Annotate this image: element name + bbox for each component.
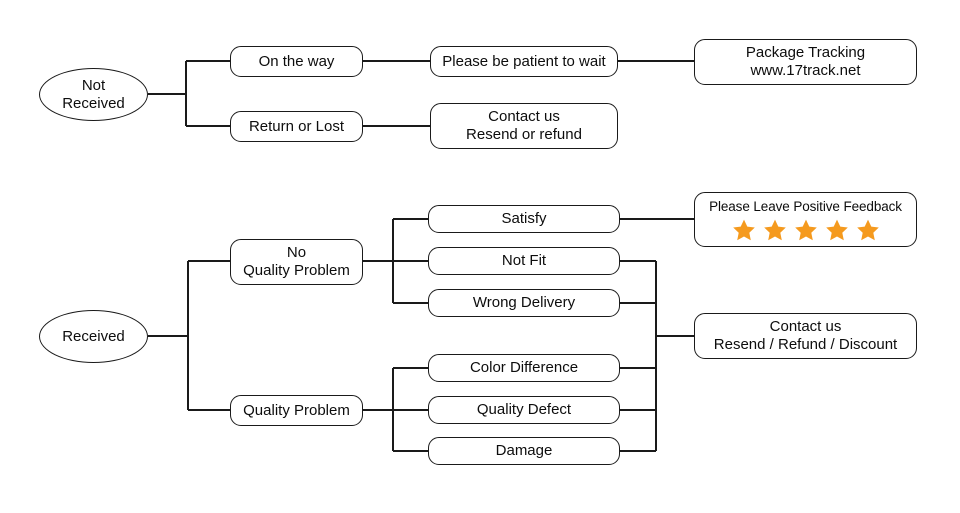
node-wrong-delivery-label: Wrong Delivery [472, 294, 576, 312]
node-not-received[interactable]: Not Received [39, 68, 148, 121]
node-satisfy-label: Satisfy [501, 210, 547, 228]
node-positive-feedback-label: Please Leave Positive Feedback [709, 199, 902, 215]
node-contact-us-resend-or-refund-label: Contact us Resend or refund [466, 108, 582, 143]
node-on-the-way[interactable]: On the way [230, 46, 363, 77]
node-not-fit-label: Not Fit [501, 252, 547, 270]
star-icon[interactable] [732, 218, 756, 242]
node-package-tracking-label: Package Tracking www.17track.net [745, 44, 866, 79]
node-please-be-patient-to-wait[interactable]: Please be patient to wait [430, 46, 618, 77]
node-no-quality-problem-label: No Quality Problem [243, 244, 350, 279]
node-damage[interactable]: Damage [428, 437, 620, 465]
node-contact-us-resend-or-refund[interactable]: Contact us Resend or refund [430, 103, 618, 149]
star-icon[interactable] [825, 218, 849, 242]
node-positive-feedback[interactable]: Please Leave Positive Feedback [694, 192, 917, 247]
node-satisfy[interactable]: Satisfy [428, 205, 620, 233]
node-wrong-delivery[interactable]: Wrong Delivery [428, 289, 620, 317]
node-contact-us-resend-refund-discount[interactable]: Contact us Resend / Refund / Discount [694, 313, 917, 359]
node-color-difference[interactable]: Color Difference [428, 354, 620, 382]
node-not-fit[interactable]: Not Fit [428, 247, 620, 275]
node-return-or-lost-label: Return or Lost [248, 117, 345, 135]
node-please-be-patient-to-wait-label: Please be patient to wait [442, 52, 606, 70]
star-icon[interactable] [763, 218, 787, 242]
node-quality-problem-label: Quality Problem [243, 401, 350, 419]
node-received[interactable]: Received [39, 310, 148, 363]
node-no-quality-problem[interactable]: No Quality Problem [230, 239, 363, 285]
node-damage-label: Damage [495, 442, 553, 460]
node-contact-us-resend-refund-discount-label: Contact us Resend / Refund / Discount [713, 318, 898, 353]
node-package-tracking[interactable]: Package Tracking www.17track.net [694, 39, 917, 85]
node-return-or-lost[interactable]: Return or Lost [230, 111, 363, 142]
star-icon[interactable] [856, 218, 880, 242]
node-quality-defect-label: Quality Defect [476, 401, 572, 419]
node-not-received-label: Not Received [62, 76, 125, 112]
node-on-the-way-label: On the way [258, 52, 335, 70]
node-received-label: Received [62, 327, 125, 345]
node-color-difference-label: Color Difference [469, 359, 579, 377]
star-icon[interactable] [794, 218, 818, 242]
node-quality-problem[interactable]: Quality Problem [230, 395, 363, 426]
star-rating[interactable] [732, 218, 880, 242]
node-quality-defect[interactable]: Quality Defect [428, 396, 620, 424]
